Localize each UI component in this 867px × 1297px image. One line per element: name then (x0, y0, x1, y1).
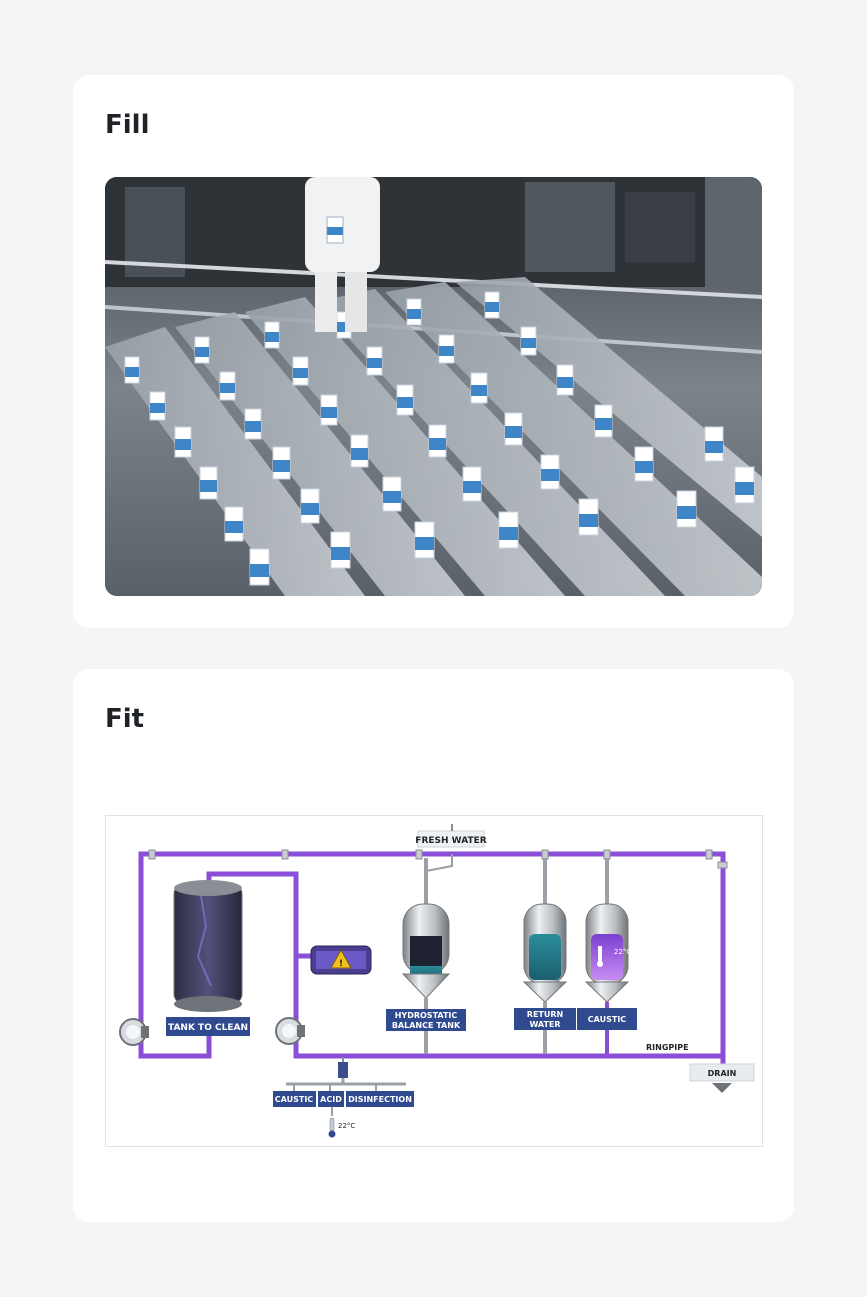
svg-text:FRESH WATER: FRESH WATER (415, 836, 486, 846)
pump-mid-icon (275, 1017, 305, 1045)
svg-text:22°C: 22°C (614, 948, 631, 956)
fit-image: FRESH WATER TANK TO CLEAN (105, 815, 763, 1147)
svg-text:DISINFECTION: DISINFECTION (348, 1095, 412, 1104)
svg-text:WATER: WATER (529, 1020, 560, 1029)
svg-text:RETURN: RETURN (527, 1010, 563, 1019)
fill-image (105, 177, 762, 596)
thermometer-icon (598, 946, 602, 962)
svg-text:ACID: ACID (320, 1095, 342, 1104)
fit-card-title: Fit (105, 704, 145, 734)
return-water-tank: RETURN WATER (514, 858, 576, 1054)
thermometer-bottom-icon (328, 1117, 336, 1138)
svg-text:TANK TO CLEAN: TANK TO CLEAN (168, 1023, 248, 1033)
svg-text:CAUSTIC: CAUSTIC (588, 1015, 627, 1024)
pump-left-icon (119, 1018, 149, 1046)
svg-text:22°C: 22°C (338, 1122, 355, 1130)
svg-text:HYDROSTATIC: HYDROSTATIC (395, 1011, 458, 1020)
hydrostatic-balance-tank: HYDROSTATIC BALANCE TANK (386, 858, 466, 1054)
pipe-joints (148, 849, 728, 869)
drain: DRAIN (689, 1063, 755, 1093)
caustic-tank: 22°C CAUSTIC (577, 858, 637, 1054)
dosing-unit: CAUSTIC ACID DISINFECTION 22°C (273, 1057, 414, 1138)
drain-arrow-icon (712, 1083, 732, 1093)
ringpipe-label: RINGPIPE (646, 1043, 689, 1052)
tank-to-clean: TANK TO CLEAN (166, 880, 250, 1036)
svg-text:BALANCE TANK: BALANCE TANK (392, 1021, 461, 1030)
heat-exchanger-icon: ! (310, 945, 372, 975)
fill-card: Fill (73, 75, 794, 628)
worker-figure (305, 177, 380, 332)
svg-text:DRAIN: DRAIN (708, 1069, 737, 1078)
fit-card: Fit (73, 669, 794, 1222)
fill-card-title: Fill (105, 110, 150, 140)
cip-diagram: FRESH WATER TANK TO CLEAN (119, 824, 755, 1138)
svg-text:!: ! (339, 959, 343, 969)
svg-text:CAUSTIC: CAUSTIC (275, 1095, 314, 1104)
factory-photo (105, 177, 762, 596)
